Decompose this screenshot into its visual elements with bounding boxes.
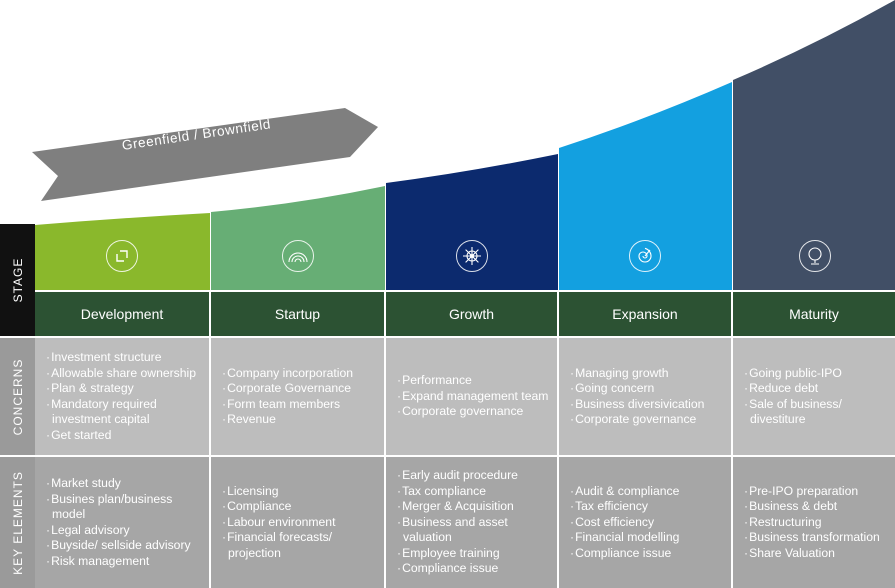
list-item: Early audit procedure [396,468,551,484]
list-item: Business & debt [743,499,889,515]
list-item: Compliance issue [569,546,725,562]
list-item: Busines plan/business model [45,492,203,523]
key-elements-cell-growth: Early audit procedureTax complianceMerge… [386,457,559,588]
list-item: Form team members [221,397,378,413]
list-item: Sale of business/ divestiture [743,397,889,428]
list-item: Legal advisory [45,523,203,539]
list-item: Pre-IPO preparation [743,484,889,500]
stage-name-growth: Growth [386,292,559,336]
stage-name-maturity: Maturity [733,292,895,336]
list-item: Cost efficiency [569,515,725,531]
list-item: Corporate Governance [221,381,378,397]
row-label-key-elements: KEY ELEMENTS [0,457,35,588]
stage-name-development: Development [35,292,211,336]
concerns-cell-startup: Company incorporationCorporate Governanc… [211,338,386,455]
key-elements-cell-startup: LicensingComplianceLabour environmentFin… [211,457,386,588]
list-item: Market study [45,476,203,492]
concerns-cell-growth: PerformanceExpand management teamCorpora… [386,338,559,455]
list-item: Tax efficiency [569,499,725,515]
row-label-stage: STAGE [0,224,35,336]
list-item: Licensing [221,484,378,500]
list-item: Financial forecasts/ projection [221,530,378,561]
list-item: Restructuring [743,515,889,531]
list-item: Expand management team [396,389,551,405]
concerns-cell-maturity: Going public-IPOReduce debtSale of busin… [733,338,895,455]
list-item: Share Valuation [743,546,889,562]
list-item: Corporate governance [396,404,551,420]
list-item: Mandatory required investment capital [45,397,203,428]
ship-wheel-icon [456,240,488,272]
list-item: Get started [45,428,203,444]
list-item: Risk management [45,554,203,570]
list-item: Managing growth [569,366,725,382]
list-item: Tax compliance [396,484,551,500]
list-item: Labour environment [221,515,378,531]
stage-band-growth [386,154,558,290]
key-elements-cell-development: Market studyBusines plan/business modelL… [35,457,211,588]
stage-band-startup [211,186,385,290]
list-item: Revenue [221,412,378,428]
stage-name-startup: Startup [211,292,386,336]
list-item: Audit & compliance [569,484,725,500]
list-item: Compliance [221,499,378,515]
list-item: Business transformation [743,530,889,546]
stage-band-expansion [559,82,732,290]
list-item: Going public-IPO [743,366,889,382]
list-item: Merger & Acquisition [396,499,551,515]
rainbow-arc-icon [282,240,314,272]
list-item: Corporate governance [569,412,725,428]
expand-corner-icon [106,240,138,272]
spiral-target-icon [629,240,661,272]
list-item: Going concern [569,381,725,397]
list-item: Performance [396,373,551,389]
key-elements-cell-maturity: Pre-IPO preparationBusiness & debtRestru… [733,457,895,588]
list-item: Compliance issue [396,561,551,577]
list-item: Financial modelling [569,530,725,546]
list-item: Reduce debt [743,381,889,397]
list-item: Plan & strategy [45,381,203,397]
banner-arrow [32,108,378,201]
list-item: Business diversivication [569,397,725,413]
list-item: Employee training [396,546,551,562]
key-elements-cell-expansion: Audit & complianceTax efficiencyCost eff… [559,457,733,588]
list-item: Business and asset valuation [396,515,551,546]
list-item: Allowable share ownership [45,366,203,382]
stage-name-expansion: Expansion [559,292,733,336]
row-label-concerns: CONCERNS [0,338,35,455]
list-item: Company incorporation [221,366,378,382]
globe-stand-icon [799,240,831,272]
list-item: Investment structure [45,350,203,366]
concerns-cell-expansion: Managing growthGoing concernBusiness div… [559,338,733,455]
stage-band-maturity [733,0,895,290]
list-item: Buyside/ sellside advisory [45,538,203,554]
concerns-cell-development: Investment structureAllowable share owne… [35,338,211,455]
